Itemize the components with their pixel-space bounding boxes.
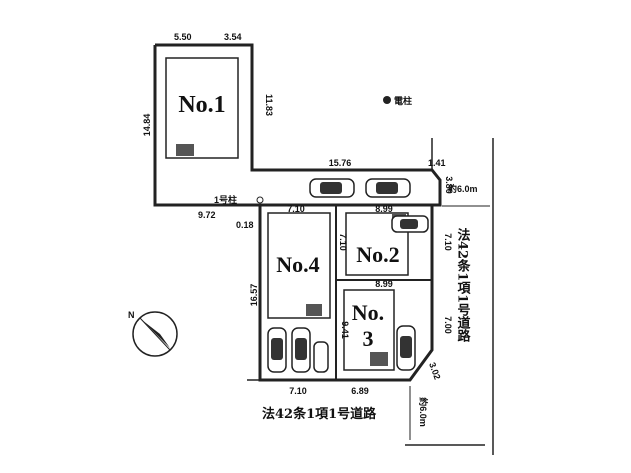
lot-4-building (267, 212, 331, 319)
dim-lot4-left: 16.57 (249, 284, 259, 307)
dim-right-height: 11.83 (264, 94, 274, 116)
lot-3-entrance (370, 352, 388, 366)
dim-lot4-top: 7.10 (287, 204, 305, 214)
lot-4-entrance (306, 304, 322, 316)
dim-lot2-mid: 7.10 (338, 233, 348, 251)
road-width-right: 約6.0m (448, 183, 478, 194)
dim-bottom-lot4: 7.10 (289, 386, 307, 396)
pole-icon (383, 96, 391, 104)
lot-3-label-2: 3 (363, 326, 374, 351)
dim-top-left: 5.50 (174, 32, 192, 42)
dim-mid-top: 15.76 (329, 158, 352, 168)
lower-block-boundary (258, 203, 434, 382)
road-label-bottom: 法42条1項1号道路 (262, 406, 377, 422)
lot-4-label: No.4 (276, 252, 319, 277)
dim-lot2-right: 7.10 (443, 233, 453, 251)
dim-bottom-left: 9.72 (198, 210, 216, 220)
dim-lot2-top: 8.99 (375, 204, 393, 214)
parked-cars (267, 178, 429, 373)
lot-3-label-1: No. (352, 300, 384, 325)
car-5-window (295, 338, 307, 360)
dim-corner-a: 1.41 (428, 158, 446, 168)
car-4-window (271, 338, 283, 360)
dim-corner-c: 3.02 (427, 361, 442, 381)
pole-1-label: 1号柱 (214, 194, 237, 205)
lot-1-building (165, 57, 239, 159)
car-7-window (400, 336, 412, 358)
dim-bottom-lot3: 6.89 (351, 386, 369, 396)
car-1-window (320, 182, 342, 194)
lot-2-building (345, 212, 409, 276)
lot-2-label: No.2 (356, 242, 399, 267)
lot-1-boundary (153, 43, 442, 207)
compass-n: N (128, 310, 135, 320)
compass-axis (139, 317, 171, 351)
lot-1-label: No.1 (178, 92, 225, 118)
dim-lot3-top: 8.99 (375, 279, 393, 289)
car-6 (313, 341, 329, 373)
north-compass: N (128, 310, 178, 357)
pole-label: 電柱 (394, 95, 412, 106)
road-label-right: 法42条1項1号道路 (455, 227, 471, 342)
car-3-window (400, 219, 418, 229)
dim-top-right: 3.54 (224, 32, 242, 42)
car-2-window (376, 182, 398, 194)
dim-corner-b: 3.80 (444, 176, 454, 194)
dim-left-height: 14.84 (142, 114, 152, 137)
pole-1-icon (256, 196, 264, 204)
road-width-bottom: 約6.0m (418, 397, 429, 427)
lot-3-building (343, 289, 395, 371)
dim-lot3-left: 9.41 (340, 321, 350, 339)
dim-lot3-right: 7.00 (443, 316, 453, 334)
lot-1-entrance (176, 144, 194, 156)
dim-small-gap: 0.18 (236, 220, 254, 230)
